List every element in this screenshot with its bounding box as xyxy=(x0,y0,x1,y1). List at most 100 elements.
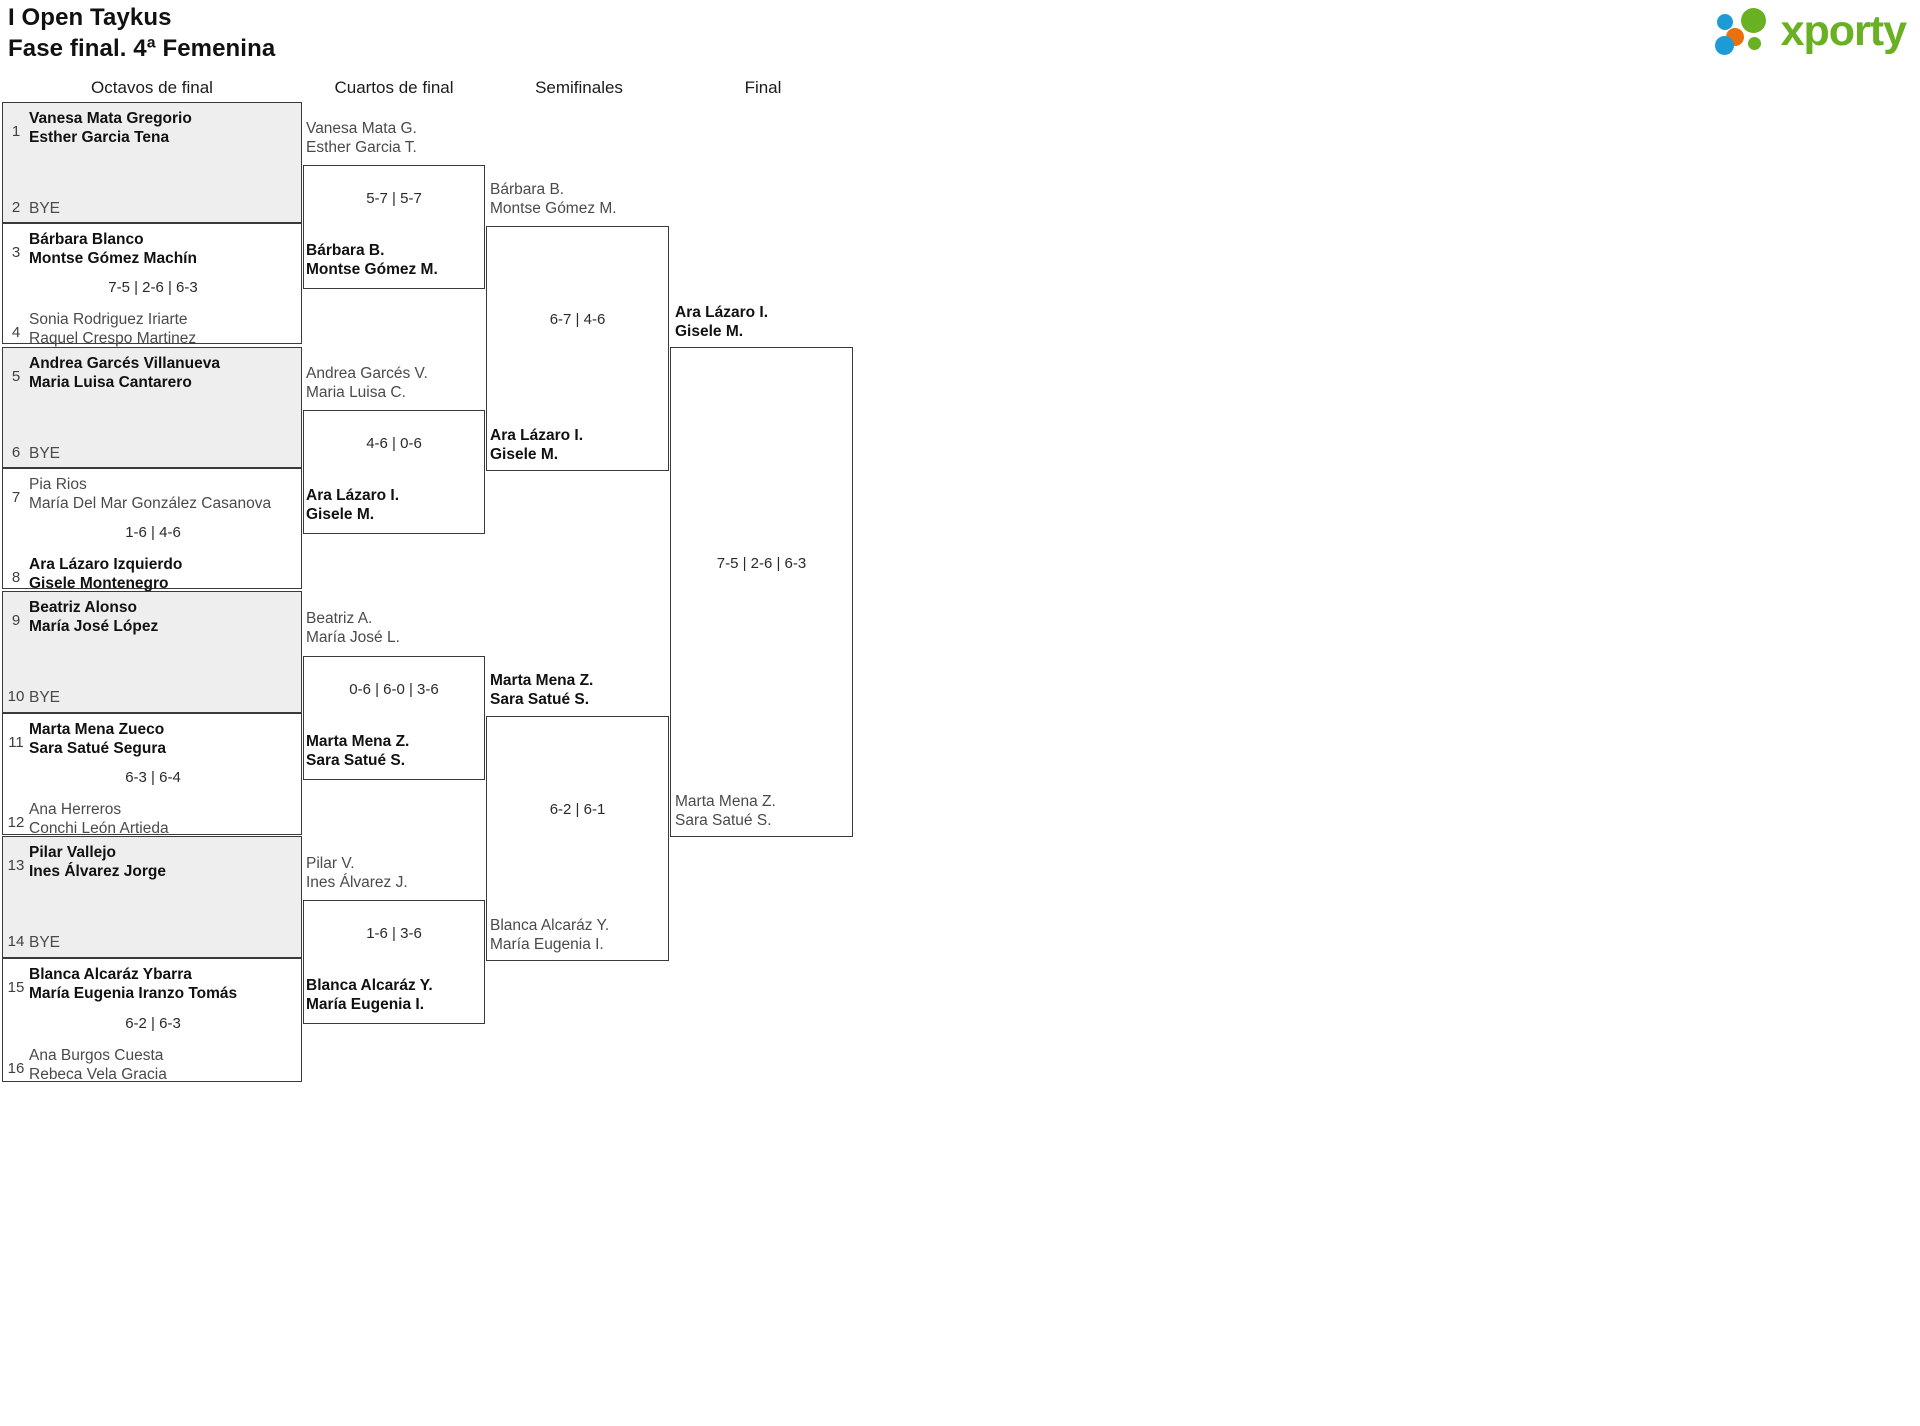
seed-number: 11 xyxy=(8,734,24,751)
round-header-final: Final xyxy=(744,78,782,97)
player-1: Andrea Garcés V. xyxy=(306,365,428,382)
player-2: Esther Garcia Tena xyxy=(29,129,170,146)
player-1: Vanesa Mata Gregorio xyxy=(29,110,192,127)
seed-number: 12 xyxy=(7,814,25,831)
sf1-score: 6-7 | 4-6 xyxy=(549,311,606,328)
player-1: Ana Herreros xyxy=(29,801,122,818)
r1-match-7[interactable]: 13 Pilar Vallejo Ines Álvarez Jorge 14 B… xyxy=(2,836,302,958)
tournament-name: I Open Taykus xyxy=(8,4,172,31)
qf2-score: 4-6 | 0-6 xyxy=(366,435,422,452)
player-1: Ana Burgos Cuesta xyxy=(29,1047,164,1064)
seed-number: 5 xyxy=(11,368,21,385)
player-1: Andrea Garcés Villanueva xyxy=(29,355,220,372)
qf2-top-team: Andrea Garcés V. Maria Luisa C. xyxy=(306,364,428,402)
r1-match-6[interactable]: 11 Marta Mena Zueco Sara Satué Segura 6-… xyxy=(2,713,303,838)
player-1: Ara Lázaro I. xyxy=(490,427,584,444)
player-2: María José López xyxy=(29,618,159,635)
r1-match-2[interactable]: 3 Bárbara Blanco Montse Gómez Machín 7-5… xyxy=(2,223,303,347)
team-names: Bárbara Blanco Montse Gómez Machín xyxy=(29,230,303,268)
team-names: BYE xyxy=(29,444,303,463)
player-2: Conchi León Artieda xyxy=(29,820,169,837)
team-names: BYE xyxy=(29,933,303,952)
sf2-top-team: Marta Mena Z. Sara Satué S. xyxy=(490,671,593,709)
qf2-bottom-team: Ara Lázaro I. Gisele M. xyxy=(306,486,399,524)
r1-m2-top[interactable]: 3 Bárbara Blanco Montse Gómez Machín xyxy=(3,230,303,268)
r1-m7-top[interactable]: 13 Pilar Vallejo Ines Álvarez Jorge xyxy=(3,843,303,881)
player-1: Bárbara Blanco xyxy=(29,231,144,248)
page-title: I Open Taykus Fase final. 4ª Femenina xyxy=(8,2,275,64)
team-names: Sonia Rodriguez Iriarte Raquel Crespo Ma… xyxy=(29,310,303,348)
seed-number: 9 xyxy=(11,612,21,629)
bye-label: BYE xyxy=(29,200,61,217)
final-box[interactable]: 7-5 | 2-6 | 6-3 xyxy=(670,347,853,837)
player-1: Blanca Alcaráz Y. xyxy=(306,977,433,994)
player-2: Sara Satué S. xyxy=(306,752,406,769)
team-names: Ara Lázaro Izquierdo Gisele Montenegro xyxy=(29,555,303,593)
logo-wordmark: xporty xyxy=(1780,6,1907,55)
player-2: María Eugenia I. xyxy=(490,936,604,953)
player-1: Bárbara B. xyxy=(490,181,565,198)
seed-number: 16 xyxy=(7,1060,25,1077)
r1-match-1[interactable]: 1 Vanesa Mata Gregorio Esther Garcia Ten… xyxy=(2,102,302,223)
team-names: BYE xyxy=(29,199,303,218)
player-1: Vanesa Mata G. xyxy=(306,120,417,137)
player-2: María Del Mar González Casanova xyxy=(29,495,272,512)
r1-m5-top[interactable]: 9 Beatriz Alonso María José López xyxy=(3,598,303,636)
r1-m4-bottom[interactable]: 8 Ara Lázaro Izquierdo Gisele Montenegro xyxy=(3,555,303,593)
r1-m7-bottom[interactable]: 14 BYE xyxy=(3,933,303,952)
r1-match-3[interactable]: 5 Andrea Garcés Villanueva Maria Luisa C… xyxy=(2,347,302,468)
player-1: Marta Mena Zueco xyxy=(29,721,165,738)
r1-m1-top[interactable]: 1 Vanesa Mata Gregorio Esther Garcia Ten… xyxy=(3,109,303,147)
player-1: Marta Mena Z. xyxy=(306,733,410,750)
team-names: Marta Mena Zueco Sara Satué Segura xyxy=(29,720,303,758)
team-names: Vanesa Mata Gregorio Esther Garcia Tena xyxy=(29,109,303,147)
r1-m8-top[interactable]: 15 Blanca Alcaráz Ybarra María Eugenia I… xyxy=(3,965,303,1003)
r1-m3-bottom[interactable]: 6 BYE xyxy=(3,444,303,463)
r1-match-4[interactable]: 7 Pia Rios María Del Mar González Casano… xyxy=(2,468,303,592)
final-score: 7-5 | 2-6 | 6-3 xyxy=(716,555,807,572)
player-1: Ara Lázaro I. xyxy=(306,487,400,504)
qf2-box[interactable]: 4-6 | 0-6 xyxy=(303,410,485,534)
r1-m6-bottom[interactable]: 12 Ana Herreros Conchi León Artieda xyxy=(3,800,303,838)
sf1-box[interactable]: 6-7 | 4-6 xyxy=(486,226,669,471)
r1-m4-top[interactable]: 7 Pia Rios María Del Mar González Casano… xyxy=(3,475,303,513)
seed-number: 3 xyxy=(11,244,21,261)
seed-number: 14 xyxy=(7,933,25,950)
seed-number: 8 xyxy=(11,569,21,586)
r1-m2-bottom[interactable]: 4 Sonia Rodriguez Iriarte Raquel Crespo … xyxy=(3,310,303,348)
player-2: Esther Garcia T. xyxy=(306,139,417,156)
player-1: Marta Mena Z. xyxy=(675,793,776,810)
player-1: Bárbara B. xyxy=(306,242,385,259)
r1-m3-top[interactable]: 5 Andrea Garcés Villanueva Maria Luisa C… xyxy=(3,354,303,392)
team-names: Andrea Garcés Villanueva Maria Luisa Can… xyxy=(29,354,303,392)
r1-match-5[interactable]: 9 Beatriz Alonso María José López 10 BYE xyxy=(2,591,302,713)
seed-number: 1 xyxy=(11,123,21,140)
player-1: Sonia Rodriguez Iriarte xyxy=(29,311,188,328)
qf3-bottom-team: Marta Mena Z. Sara Satué S. xyxy=(306,732,409,770)
player-1: Pilar Vallejo xyxy=(29,844,117,861)
seed-number: 6 xyxy=(11,444,21,461)
player-1: Ara Lázaro I. xyxy=(675,304,769,321)
seed-number: 4 xyxy=(11,324,21,341)
r1-m8-bottom[interactable]: 16 Ana Burgos Cuesta Rebeca Vela Gracia xyxy=(3,1046,303,1084)
qf3-score: 0-6 | 6-0 | 3-6 xyxy=(349,681,439,698)
player-1: Marta Mena Z. xyxy=(490,672,594,689)
player-1: Blanca Alcaráz Y. xyxy=(490,917,610,934)
r1-m6-top[interactable]: 11 Marta Mena Zueco Sara Satué Segura xyxy=(3,720,303,758)
qf4-score: 1-6 | 3-6 xyxy=(366,925,422,942)
player-2: Montse Gómez M. xyxy=(490,200,617,217)
sf2-box[interactable]: 6-2 | 6-1 xyxy=(486,716,669,961)
phase-name: Fase final. 4ª Femenina xyxy=(8,35,276,62)
r1-match-8[interactable]: 15 Blanca Alcaráz Ybarra María Eugenia I… xyxy=(2,958,303,1084)
qf1-box[interactable]: 5-7 | 5-7 xyxy=(303,165,485,289)
qf3-box[interactable]: 0-6 | 6-0 | 3-6 xyxy=(303,656,485,780)
qf4-box[interactable]: 1-6 | 3-6 xyxy=(303,900,485,1024)
team-names: BYE xyxy=(29,688,303,707)
player-2: Rebeca Vela Gracia xyxy=(29,1066,167,1083)
r1-m5-bottom[interactable]: 10 BYE xyxy=(3,688,303,707)
sf1-top-team: Bárbara B. Montse Gómez M. xyxy=(490,180,617,218)
r1-m2-score: 7-5 | 2-6 | 6-3 xyxy=(108,279,198,296)
seed-number: 2 xyxy=(11,199,21,216)
r1-m1-bottom[interactable]: 2 BYE xyxy=(3,199,303,218)
player-2: Maria Luisa Cantarero xyxy=(29,374,192,391)
